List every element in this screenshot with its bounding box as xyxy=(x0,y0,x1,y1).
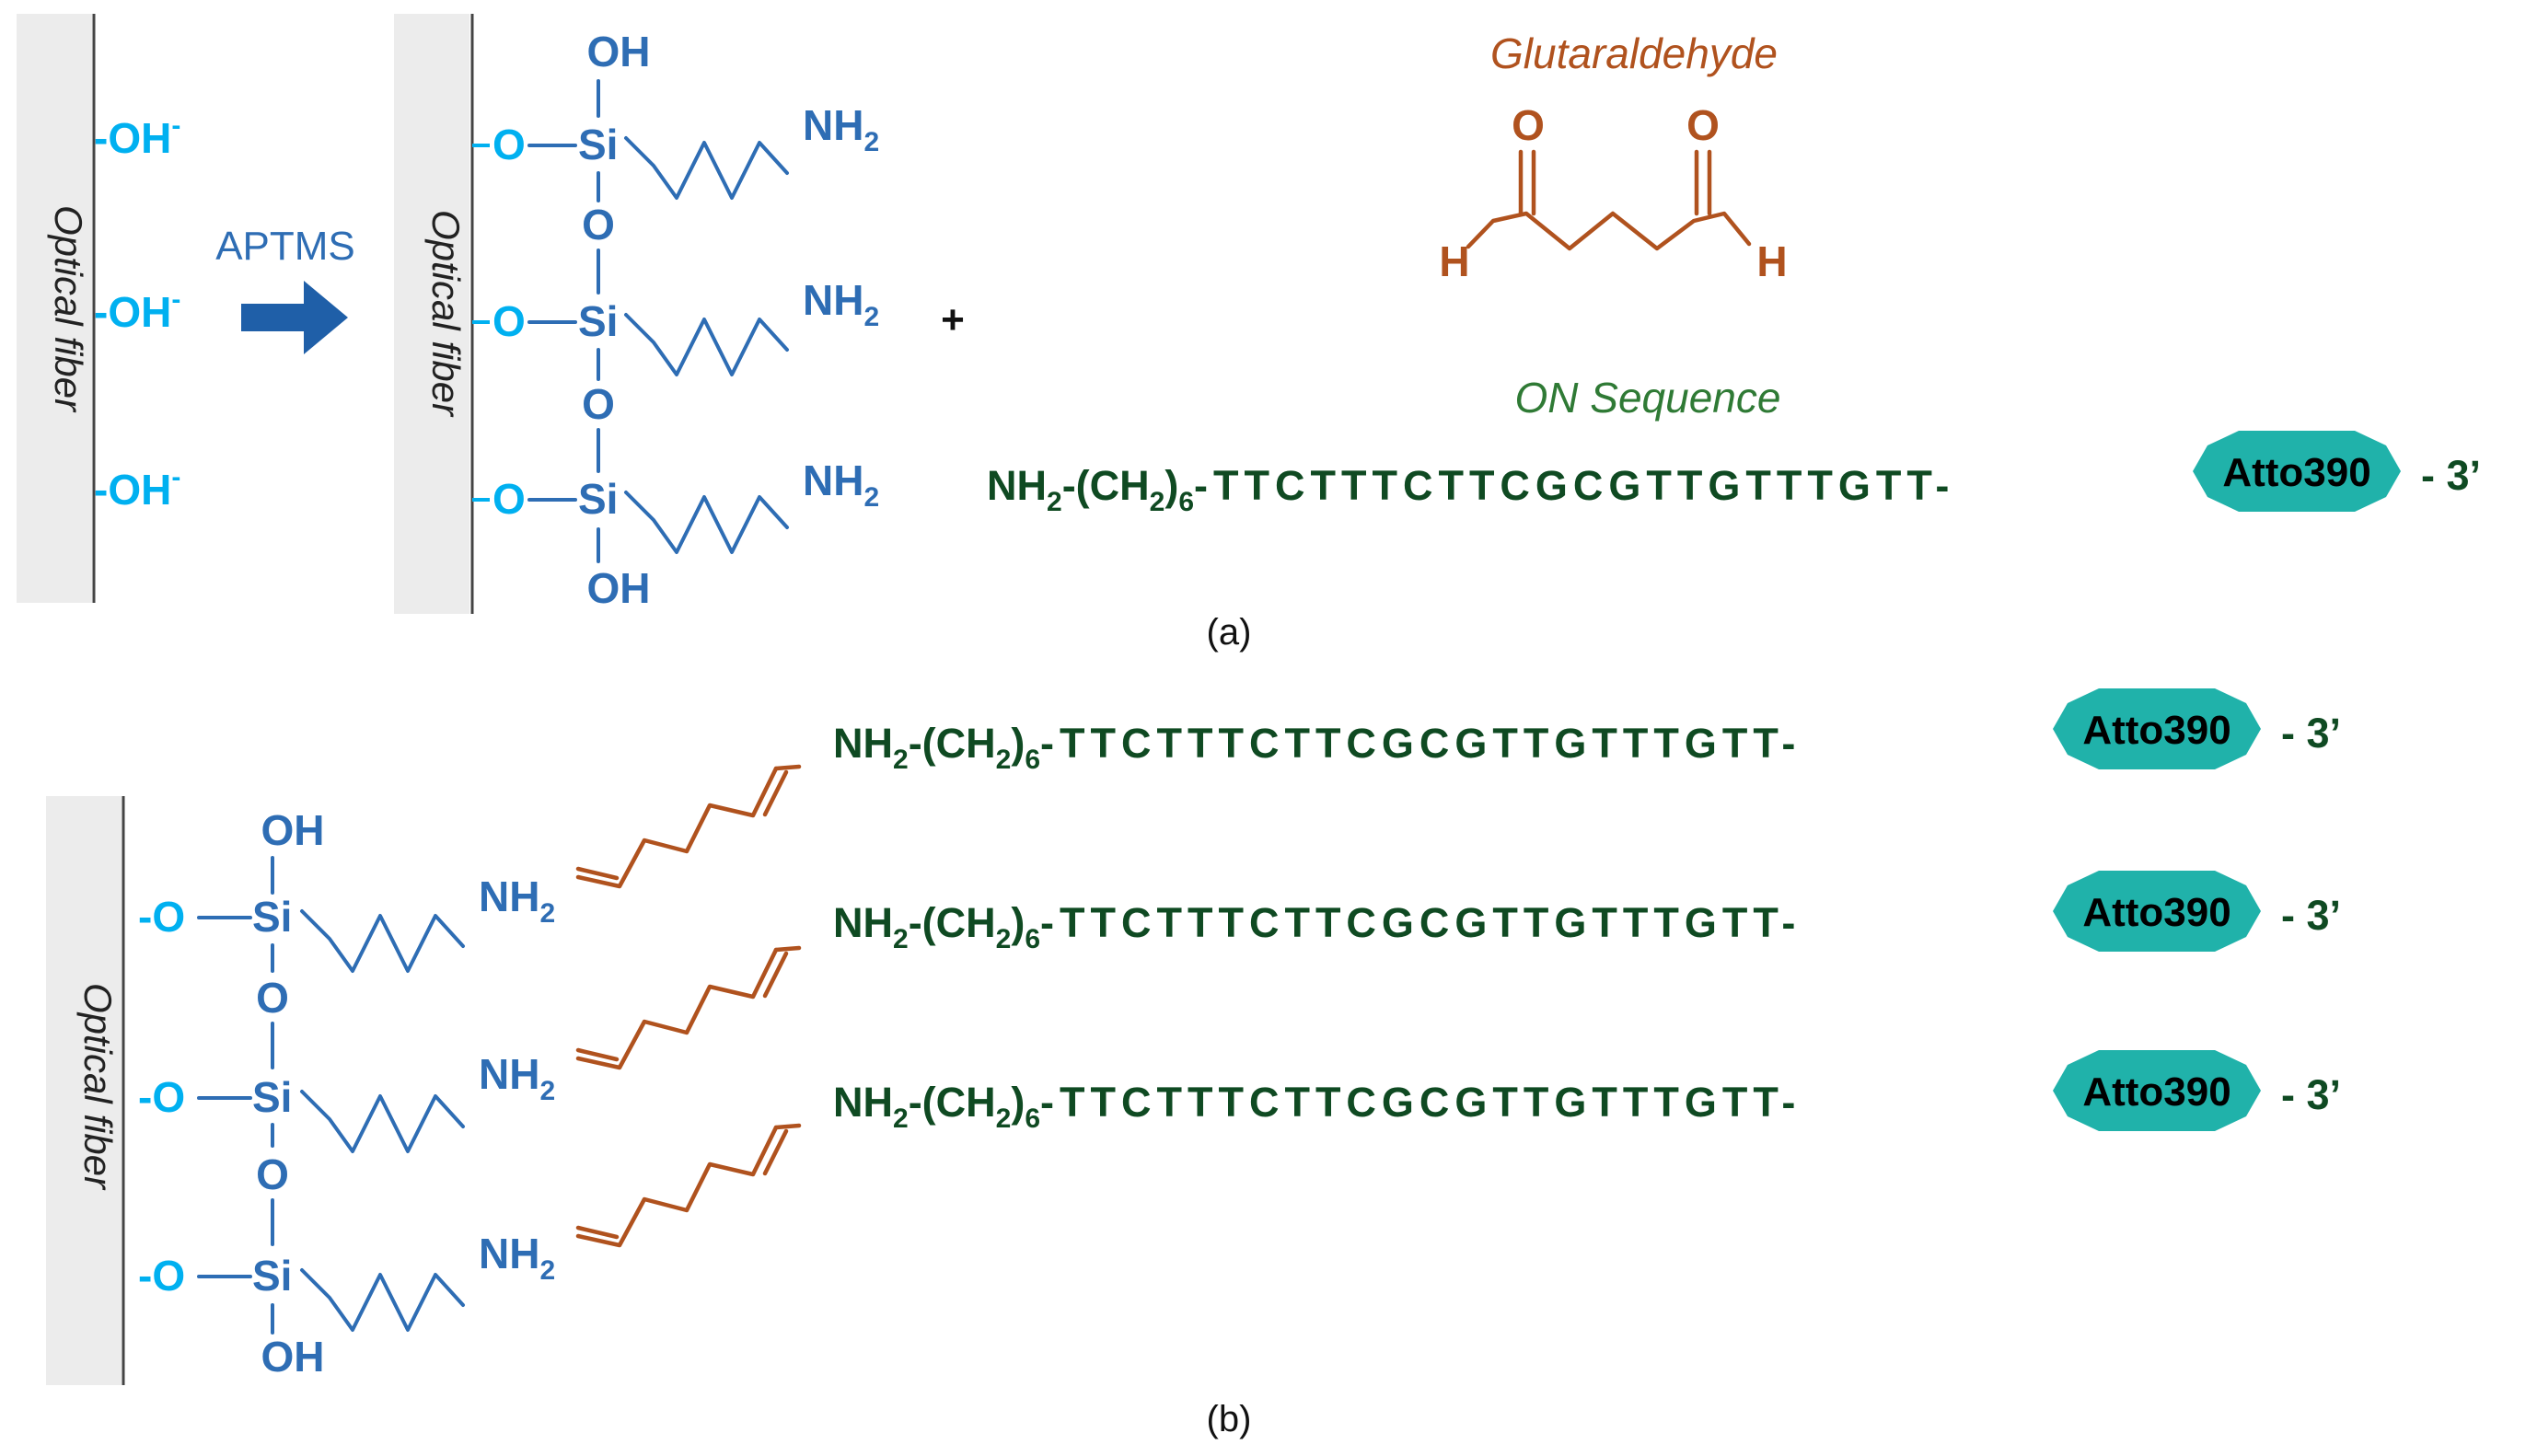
amine: NH2 xyxy=(803,456,879,513)
hydroxyl-2: -OH- xyxy=(94,284,180,336)
hydroxyl-3: -OH- xyxy=(94,462,180,514)
si-atom: Si xyxy=(252,1252,292,1300)
aptms-layer: OH -O Si NH2 O -O Si NH2 O xyxy=(138,806,555,1381)
oligo-sequence: NH2-(CH2)6-TTCTTTCTTCGCGTTGTTTGTT- xyxy=(833,720,1801,775)
silane-unit-3: O Si NH2 xyxy=(472,456,879,554)
svg-text:O: O xyxy=(1686,101,1720,149)
svg-text:-O: -O xyxy=(138,893,185,941)
three-prime-end: - 3’ xyxy=(2281,892,2341,939)
svg-text:O: O xyxy=(256,974,289,1022)
svg-text:O: O xyxy=(492,121,526,168)
aptms-layer: OH O Si NH2 O O Si NH2 O xyxy=(472,28,879,612)
svg-text:O: O xyxy=(582,380,615,428)
oligo-sequence: NH2-(CH2)6-TTCTTTCTTCGCGTTGTTTGTT- xyxy=(833,899,1801,954)
svg-text:O: O xyxy=(492,475,526,523)
oligo-sequence: NH2-(CH2)6-TTCTTTCTTCGCGTTGTTTGTT- xyxy=(987,462,1954,517)
svg-text:O: O xyxy=(582,201,615,248)
caption-a: (a) xyxy=(1207,612,1252,653)
fiber-label: Optical fiber xyxy=(47,205,90,413)
reaction-arrow xyxy=(241,281,348,354)
terminal-hydroxyl: OH xyxy=(587,28,651,75)
amine: NH2 xyxy=(803,101,879,157)
amine: NH2 xyxy=(479,1230,555,1286)
glutaraldehyde-title: Glutaraldehyde xyxy=(1490,29,1778,77)
svg-text:O: O xyxy=(1512,101,1545,149)
svg-text:Atto390: Atto390 xyxy=(2222,450,2370,495)
terminal-hydroxyl: OH xyxy=(261,1333,325,1381)
on-sequence: ON Sequence NH2-(CH2)6-TTCTTTCTTCGCGTTGT… xyxy=(987,374,2481,517)
three-prime-end: - 3’ xyxy=(2281,710,2341,757)
reagent-label: APTMS xyxy=(215,224,355,269)
si-atom: Si xyxy=(252,893,292,941)
fiber-label: Optical fiber xyxy=(76,983,120,1191)
linker-1 xyxy=(575,764,802,886)
sequence-title: ON Sequence xyxy=(1515,374,1781,422)
plus-sign: + xyxy=(941,297,965,342)
amine: NH2 xyxy=(803,276,879,332)
si-atom: Si xyxy=(252,1073,292,1121)
functionalized-fiber: Optical fiber xyxy=(394,14,474,614)
surface-hydroxyls: -OH- -OH- -OH- xyxy=(94,110,180,514)
fiber-label: Optical fiber xyxy=(424,210,468,418)
amine: NH2 xyxy=(479,872,555,929)
dye-label xyxy=(2193,431,2401,512)
silane-unit-3: -O Si NH2 xyxy=(138,1230,555,1332)
svg-text:O: O xyxy=(256,1150,289,1198)
glutaraldehyde-linkers xyxy=(575,764,802,1245)
three-prime-end: - 3’ xyxy=(2281,1071,2341,1118)
dye-label xyxy=(2053,871,2261,952)
linker-3 xyxy=(575,1123,802,1245)
immobilized-sequence-3: NH2-(CH2)6-TTCTTTCTTCGCGTTGTTTGTT- Atto3… xyxy=(833,1050,2341,1134)
amine: NH2 xyxy=(479,1050,555,1106)
panel-a: Optical fiber -OH- -OH- -OH- APTMS Optic… xyxy=(17,14,2481,653)
svg-text:-O: -O xyxy=(138,1252,185,1300)
caption-b: (b) xyxy=(1207,1399,1252,1439)
svg-text:H: H xyxy=(1756,237,1787,285)
bare-fiber: Optical fiber xyxy=(17,14,96,603)
dye-label xyxy=(2053,1050,2261,1131)
si-atom: Si xyxy=(578,297,618,345)
svg-text:-O: -O xyxy=(138,1073,185,1121)
immobilized-sequence-1: NH2-(CH2)6-TTCTTTCTTCGCGTTGTTTGTT- Atto3… xyxy=(833,688,2341,775)
silane-unit-1: -O Si NH2 xyxy=(138,872,555,973)
silane-unit-2: O Si NH2 xyxy=(472,276,879,376)
svg-text:Atto390: Atto390 xyxy=(2082,1069,2231,1115)
si-atom: Si xyxy=(578,121,618,168)
dye-label xyxy=(2053,688,2261,769)
hydroxyl-1: -OH- xyxy=(94,110,180,162)
svg-text:O: O xyxy=(492,297,526,345)
terminal-hydroxyl: OH xyxy=(261,806,325,854)
si-atom: Si xyxy=(578,475,618,523)
svg-text:Atto390: Atto390 xyxy=(2082,890,2231,935)
panel-b: Optical fiber OH -O Si NH2 O -O Si NH2 xyxy=(46,688,2341,1439)
glutaraldehyde: Glutaraldehyde O O H H xyxy=(1439,29,1787,285)
oligo-sequence: NH2-(CH2)6-TTCTTTCTTCGCGTTGTTTGTT- xyxy=(833,1079,1801,1134)
immobilized-sequence-2: NH2-(CH2)6-TTCTTTCTTCGCGTTGTTTGTT- Atto3… xyxy=(833,871,2341,954)
linker-2 xyxy=(575,945,802,1068)
svg-text:Atto390: Atto390 xyxy=(2082,708,2231,753)
silane-unit-1: O Si NH2 xyxy=(472,101,879,200)
immobilized-fiber: Optical fiber xyxy=(46,796,125,1385)
three-prime-end: - 3’ xyxy=(2421,452,2481,499)
terminal-hydroxyl: OH xyxy=(587,564,651,612)
silane-unit-2: -O Si NH2 xyxy=(138,1050,555,1153)
svg-text:H: H xyxy=(1439,237,1469,285)
